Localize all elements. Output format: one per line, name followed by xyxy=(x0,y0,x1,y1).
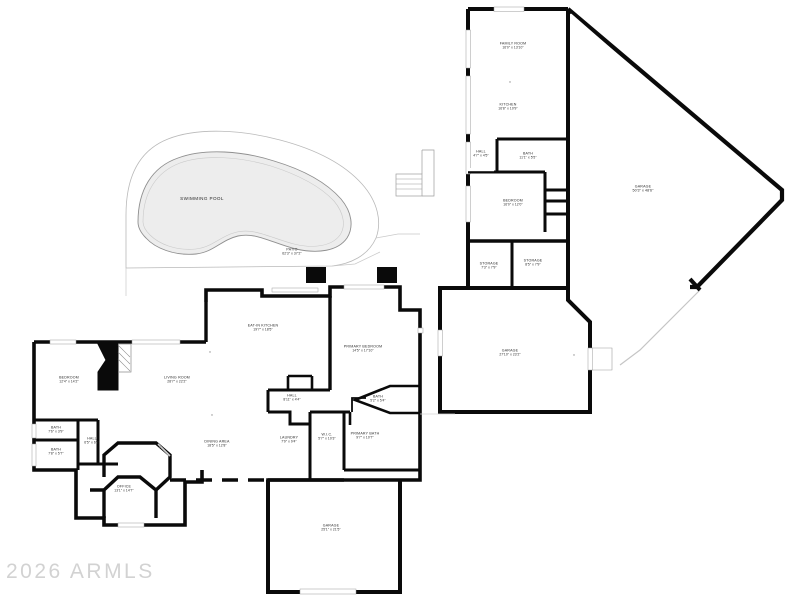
window-primary-right xyxy=(417,327,424,334)
wall-hall-closet xyxy=(286,374,314,390)
garage-middle-door xyxy=(587,347,593,371)
patio-pad-left xyxy=(306,267,326,283)
watermark-text: 2026 ARMLS xyxy=(6,560,155,583)
office-bay xyxy=(102,441,172,492)
main-house-perimeter xyxy=(204,285,422,594)
window-bedroom-left xyxy=(465,185,471,223)
garage-large-envelope xyxy=(566,7,785,290)
office-outline xyxy=(90,475,158,518)
fireplace-mass xyxy=(97,343,119,391)
door-primary-swing xyxy=(351,397,366,412)
garage-large-door-jamb xyxy=(688,277,702,292)
fireplace-hatch xyxy=(117,344,131,372)
window-bedroom-top xyxy=(49,339,77,345)
fixture-dot-1 xyxy=(209,351,211,353)
garage-lower-door xyxy=(299,588,357,595)
slider-eatin-top2 xyxy=(343,284,385,290)
patio-edge-line xyxy=(375,233,420,239)
middle-garage-walls xyxy=(437,286,613,414)
window-family-top xyxy=(493,6,525,12)
garage-large-envelope-inner xyxy=(570,13,776,283)
upper-block-exterior xyxy=(466,7,570,290)
garage-middle-outline xyxy=(438,286,592,414)
deck-edge-right xyxy=(331,251,381,267)
pool-deck-group xyxy=(125,130,420,296)
slider-living-top xyxy=(131,339,181,345)
office-window-bottom xyxy=(117,522,145,528)
fixture-dot-3 xyxy=(159,446,161,448)
fixture-dot-4 xyxy=(509,81,511,83)
patio-steps xyxy=(395,149,435,197)
door-hall-upper xyxy=(468,168,494,172)
living-room-top-wall xyxy=(130,302,208,344)
patio-pad-right xyxy=(377,267,397,283)
upper-structure-walls xyxy=(465,6,785,366)
garage-lower-outline xyxy=(266,480,402,594)
swimming-pool-shape xyxy=(137,151,352,255)
fixture-dot-2 xyxy=(211,414,213,416)
window-kitchen-left xyxy=(465,75,471,135)
office-bay-window xyxy=(157,443,171,457)
fixture-dot-5 xyxy=(573,354,575,356)
garage-middle-window-left xyxy=(437,329,443,357)
window-family-left xyxy=(465,29,471,69)
left-wing-perimeter xyxy=(32,342,204,527)
fireplace-hatch-box xyxy=(118,343,132,373)
wall-laundry-top xyxy=(268,410,310,426)
garage-large-door-line xyxy=(619,289,701,366)
pool-inner-tile-line xyxy=(142,157,344,250)
window-left-bath-b xyxy=(31,443,37,467)
main-house-walls xyxy=(31,81,575,595)
window-left-bath-a xyxy=(31,423,37,439)
pool-deck-outline xyxy=(125,130,379,269)
wall-bath-angled xyxy=(351,384,420,415)
slider-eatin-top xyxy=(271,287,319,293)
garage-middle-door-swing xyxy=(592,347,613,371)
window-hall-left xyxy=(465,141,471,175)
